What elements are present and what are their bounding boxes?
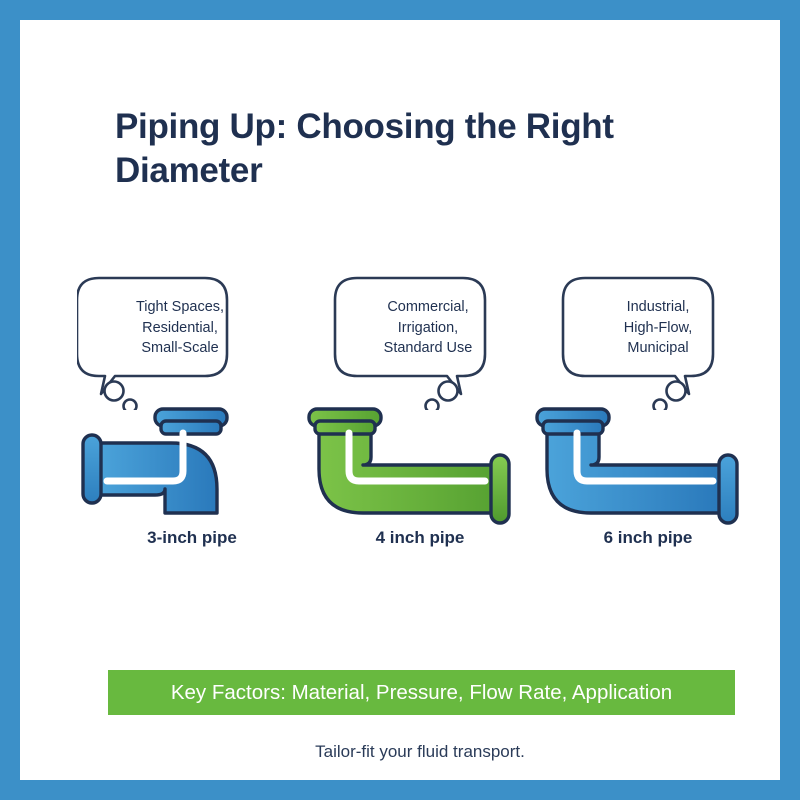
bubble-line: Irrigation, [397,319,459,336]
speech-bubble-shape-icon [333,276,487,410]
speech-bubble-text-1: Tight Spaces, Residential, Small-Scale [105,297,255,359]
bubble-line: Standard Use [383,340,473,357]
bubble-line: Tight Spaces, [135,299,225,315]
elbow-pipe-icon [307,407,511,525]
page-title: Piping Up: Choosing the Right Diameter [115,107,614,191]
pipe-illustration-3 [533,405,763,530]
speech-bubble-3: Industrial, High-Flow, Municipal [533,270,763,410]
pipe-column-2: Commercial, Irrigation, Standard Use [305,270,535,570]
pipe-label-2: 4 inch pipe [375,528,465,547]
pipe-column-3: Industrial, High-Flow, Municipal [533,270,763,570]
speech-bubble-text-2: Commercial, Irrigation, Standard Use [353,297,503,359]
bubble-line: Industrial, [626,299,690,315]
bubble-line: High-Flow, [623,319,693,336]
key-factors-banner-text: Key Factors: Material, Pressure, Flow Ra… [170,680,673,704]
bubble-line: Municipal [627,340,689,357]
speech-bubble-1: Tight Spaces, Residential, Small-Scale [77,270,307,410]
pipe-label-3: 6 inch pipe [603,528,693,547]
speech-bubble-shape-icon [561,276,715,410]
bubble-line: Small-Scale [141,340,219,357]
elbow-pipe-icon [535,407,739,525]
speech-bubble-text-3: Industrial, High-Flow, Municipal [583,297,733,359]
key-factors-banner: Key Factors: Material, Pressure, Flow Ra… [108,670,735,715]
pipe-column-1: Tight Spaces, Residential, Small-Scale [77,270,307,570]
footer-tagline: Tailor-fit your fluid transport. [315,742,525,761]
pipe-illustration-1 [77,405,307,530]
poster-canvas: Piping Up: Choosing the Right Diameter T… [20,20,780,780]
bubble-line: Commercial, [387,299,469,315]
speech-bubble-2: Commercial, Irrigation, Standard Use [305,270,535,410]
speech-bubble-shape-icon [77,276,229,410]
bubble-line: Residential, [142,319,218,336]
elbow-pipe-icon [81,407,229,515]
pipe-label-1: 3-inch pipe [147,528,237,547]
pipe-illustration-2 [305,405,535,530]
